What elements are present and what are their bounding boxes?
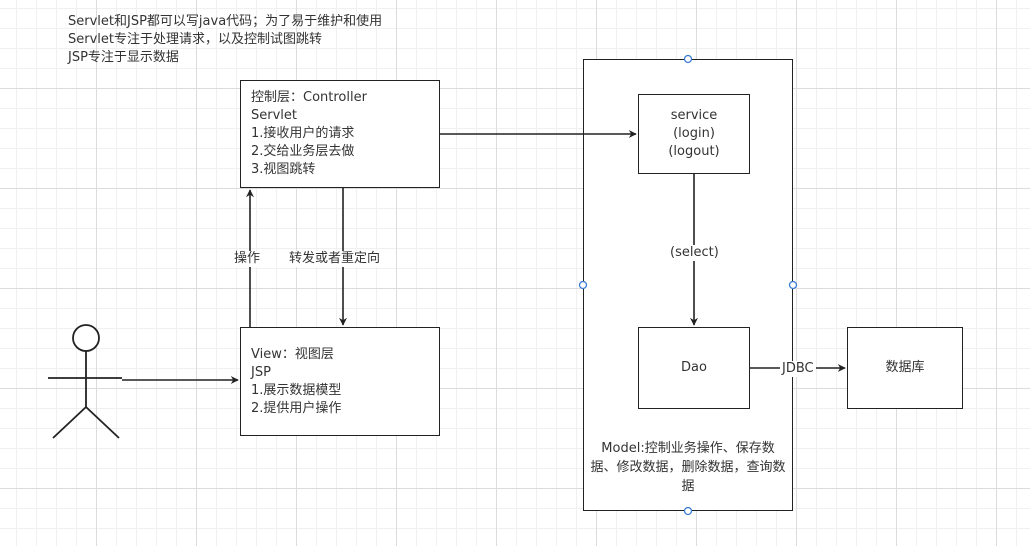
controller-line: Servlet — [251, 108, 297, 123]
database-label: 数据库 — [885, 360, 925, 375]
diagram-note: Servlet和JSP都可以写java代码；为了易于维护和使用 Servlet专… — [68, 13, 382, 67]
view-line: 2.提供用户操作 — [251, 401, 342, 416]
database-box[interactable]: 数据库 — [847, 327, 963, 409]
edge-label-jdbc: JDBC — [780, 361, 816, 377]
service-line: (logout) — [668, 144, 720, 159]
handle-left — [578, 280, 588, 290]
dao-box[interactable]: Dao — [638, 327, 750, 409]
model-selection-handles[interactable] — [578, 54, 798, 516]
view-line: JSP — [251, 365, 271, 380]
service-box[interactable]: service (login) (logout) — [638, 94, 750, 174]
service-line: (login) — [673, 126, 715, 141]
handle-top — [683, 54, 693, 64]
note-line: Servlet和JSP都可以写java代码；为了易于维护和使用 — [68, 14, 383, 29]
user-actor-icon[interactable] — [48, 324, 122, 439]
edge-label-select: (select) — [668, 245, 721, 261]
view-box[interactable]: View：视图层 JSP 1.展示数据模型 2.提供用户操作 — [240, 327, 440, 436]
note-line: JSP专注于显示数据 — [68, 50, 179, 65]
edge-label-operate: 操作 — [232, 251, 263, 267]
controller-line: 3.视图跳转 — [251, 162, 316, 177]
service-line: service — [670, 108, 718, 123]
controller-line: 控制层：Controller — [251, 90, 367, 105]
model-label: Model:控制业务操作、保存数据、修改数据，删除数据，查询数据 — [590, 441, 786, 494]
handle-right — [788, 280, 798, 290]
dao-label: Dao — [681, 360, 707, 375]
view-line: 1.展示数据模型 — [251, 383, 342, 398]
edge-label-forward: 转发或者重定向 — [287, 251, 383, 267]
handle-bottom — [683, 506, 693, 516]
controller-line: 1.接收用户的请求 — [251, 126, 355, 141]
view-line: View：视图层 — [251, 347, 334, 362]
controller-line: 2.交给业务层去做 — [251, 144, 355, 159]
controller-box[interactable]: 控制层：Controller Servlet 1.接收用户的请求 2.交给业务层… — [240, 80, 440, 188]
note-line: Servlet专注于处理请求，以及控制试图跳转 — [68, 32, 322, 47]
